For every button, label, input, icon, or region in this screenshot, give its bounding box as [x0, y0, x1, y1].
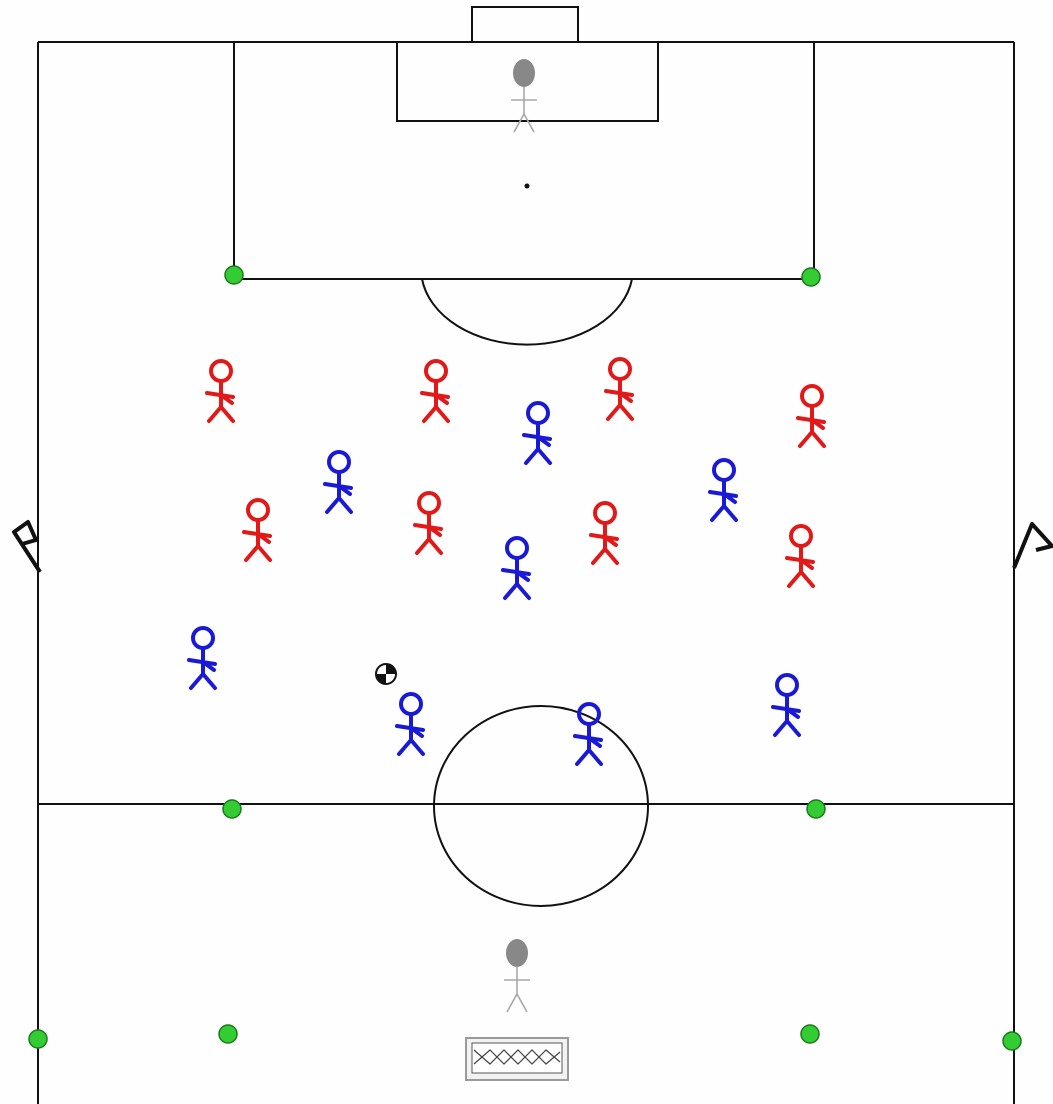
cone-7 — [801, 1025, 819, 1043]
cone-4 — [807, 800, 825, 818]
cone-2 — [802, 268, 820, 286]
mini-goal — [466, 1038, 568, 1080]
cone-8 — [1003, 1032, 1021, 1050]
cone-3 — [223, 800, 241, 818]
penalty-spot — [526, 185, 529, 188]
ball-layer — [376, 664, 396, 684]
mini-goal-layer — [466, 1038, 568, 1080]
cone-6 — [219, 1025, 237, 1043]
cone-1 — [225, 266, 243, 284]
cone-5 — [29, 1030, 47, 1048]
soccer-ball — [376, 664, 396, 684]
